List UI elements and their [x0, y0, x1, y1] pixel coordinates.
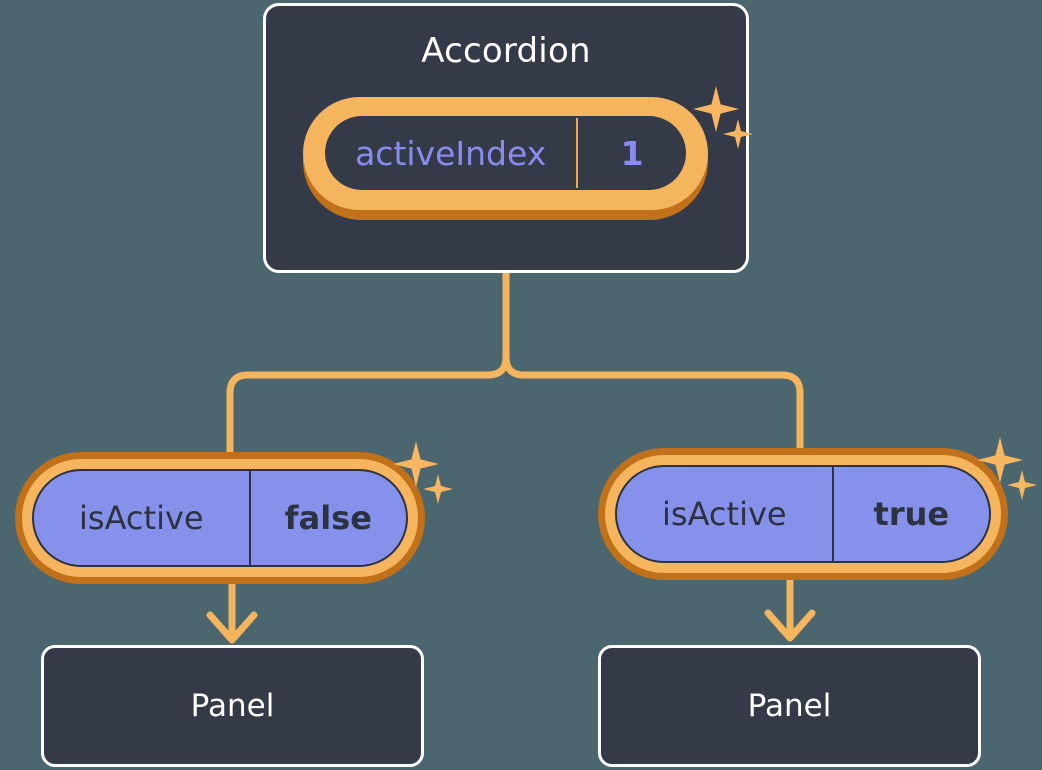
- state-key-label: activeIndex: [355, 133, 547, 173]
- panel-title: Panel: [747, 687, 832, 724]
- state-value-label: false: [284, 499, 372, 537]
- sparkle-small-icon: [423, 474, 453, 504]
- connector-to-left-branch: [226, 353, 510, 466]
- state-key-label: isActive: [79, 499, 204, 537]
- panel-card-right[interactable]: Panel: [598, 645, 981, 767]
- state-key-label: isActive: [662, 495, 787, 533]
- panel-card-left[interactable]: Panel: [41, 645, 424, 767]
- arrow-head-left: [206, 611, 258, 644]
- pill-divider: [248, 471, 251, 565]
- accordion-component-title: Accordion: [421, 31, 591, 71]
- arrow-head-right: [764, 609, 816, 642]
- connector-to-right-branch: [502, 353, 804, 462]
- sparkle-small-icon: [1007, 470, 1037, 500]
- panel-title: Panel: [190, 687, 275, 724]
- pill-body: isActive true: [615, 465, 991, 563]
- pill-body: activeIndex 1: [325, 116, 686, 190]
- state-pill-isactive-true[interactable]: isActive true: [598, 448, 1008, 580]
- pill-body: isActive false: [32, 469, 408, 567]
- pill-divider: [576, 118, 579, 188]
- pill-divider: [831, 467, 834, 561]
- state-pill-isactive-false[interactable]: isActive false: [15, 452, 425, 584]
- state-pill-activeindex[interactable]: activeIndex 1: [303, 97, 708, 220]
- state-value-label: true: [873, 495, 950, 533]
- state-value-label: 1: [620, 133, 644, 173]
